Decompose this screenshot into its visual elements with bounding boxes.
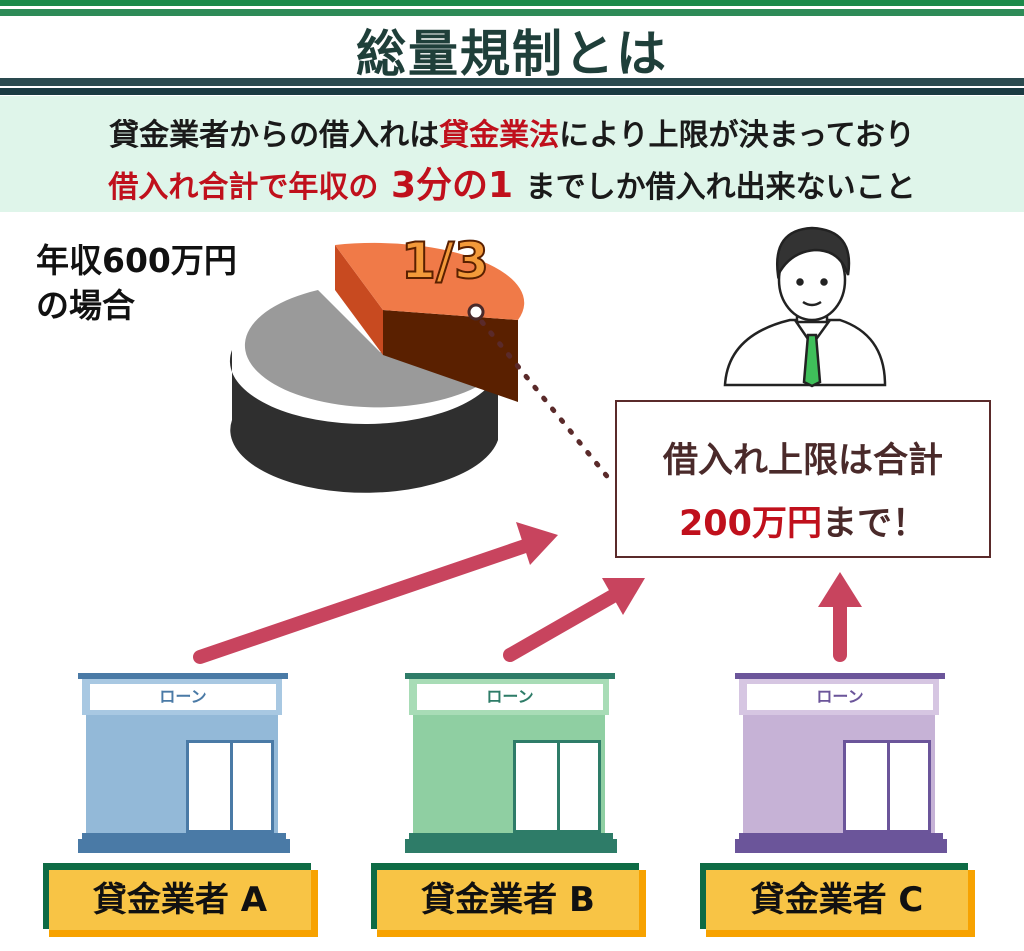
lender-label-c: 貸金業者 C <box>700 863 975 937</box>
arrow-b <box>503 585 627 662</box>
text-segment: により上限が決まっており <box>559 118 915 153</box>
pie-orange-side <box>335 245 383 355</box>
arrows <box>193 522 862 664</box>
header-stripe <box>0 0 1024 6</box>
header-stripe <box>0 9 1024 16</box>
pie-chart-3d: 1/3 <box>229 231 613 493</box>
income-label: 年収600万円 の場合 <box>36 238 237 328</box>
lender-building-c: ローン <box>735 673 950 855</box>
law-highlight: 貸金業法 <box>439 118 560 153</box>
income-line-1: 年収600万円 <box>36 241 237 280</box>
arrow-a <box>193 538 535 664</box>
title-underline <box>0 88 1024 95</box>
pie-orange-side <box>383 310 518 402</box>
lender-building-b: ローン <box>405 673 620 855</box>
loan-sign: ローン <box>747 684 933 710</box>
pie-pointer-dot <box>467 303 485 321</box>
lender-name: 貸金業者 A <box>49 870 311 930</box>
summary-line-1: 貸金業者からの借入れは貸金業法により上限が決まっており <box>0 110 1024 154</box>
page-title: 総量規制とは <box>356 25 668 83</box>
lender-label-b: 貸金業者 B <box>371 863 646 937</box>
limit-line-1: 借入れ上限は合計 <box>662 441 943 481</box>
summary-line-2: 借入れ合計で年収の 3分の1 までしか借入れ出来ないこと <box>0 156 1024 208</box>
pie-fraction-label: 1/3 <box>401 232 489 290</box>
loan-sign: ローン <box>90 684 276 710</box>
text-segment: までしか借入れ出来ないこと <box>525 170 916 205</box>
limit-suffix: まで！ <box>822 504 928 544</box>
lender-name: 貸金業者 C <box>706 870 968 930</box>
limit-line-2: 200万円まで！ <box>617 495 989 546</box>
text-segment: 借入れ合計で年収の <box>108 170 379 205</box>
arrow-b-head <box>602 578 645 615</box>
income-line-2: の場合 <box>36 286 135 325</box>
fraction-highlight: 3分の1 <box>378 165 526 206</box>
arrow-c-head <box>818 572 862 607</box>
summary-band: 貸金業者からの借入れは貸金業法により上限が決まっており 借入れ合計で年収の 3分… <box>0 96 1024 212</box>
text-segment: 貸金業者からの借入れは <box>109 118 440 153</box>
loan-sign: ローン <box>417 684 603 710</box>
lender-label-a: 貸金業者 A <box>43 863 318 937</box>
dotted-leader-line <box>479 319 613 483</box>
arrow-a-head <box>516 522 558 565</box>
lender-building-a: ローン <box>78 673 293 855</box>
limit-amount: 200万円 <box>678 504 823 544</box>
pie-orange-slice <box>335 242 525 320</box>
title-underline <box>0 78 1024 86</box>
pie-gray-side <box>229 350 498 493</box>
businessman-icon <box>723 226 887 388</box>
lender-name: 貸金業者 B <box>377 870 639 930</box>
limit-callout: 借入れ上限は合計 200万円まで！ <box>615 400 991 558</box>
pie-gray-slice <box>244 290 498 408</box>
